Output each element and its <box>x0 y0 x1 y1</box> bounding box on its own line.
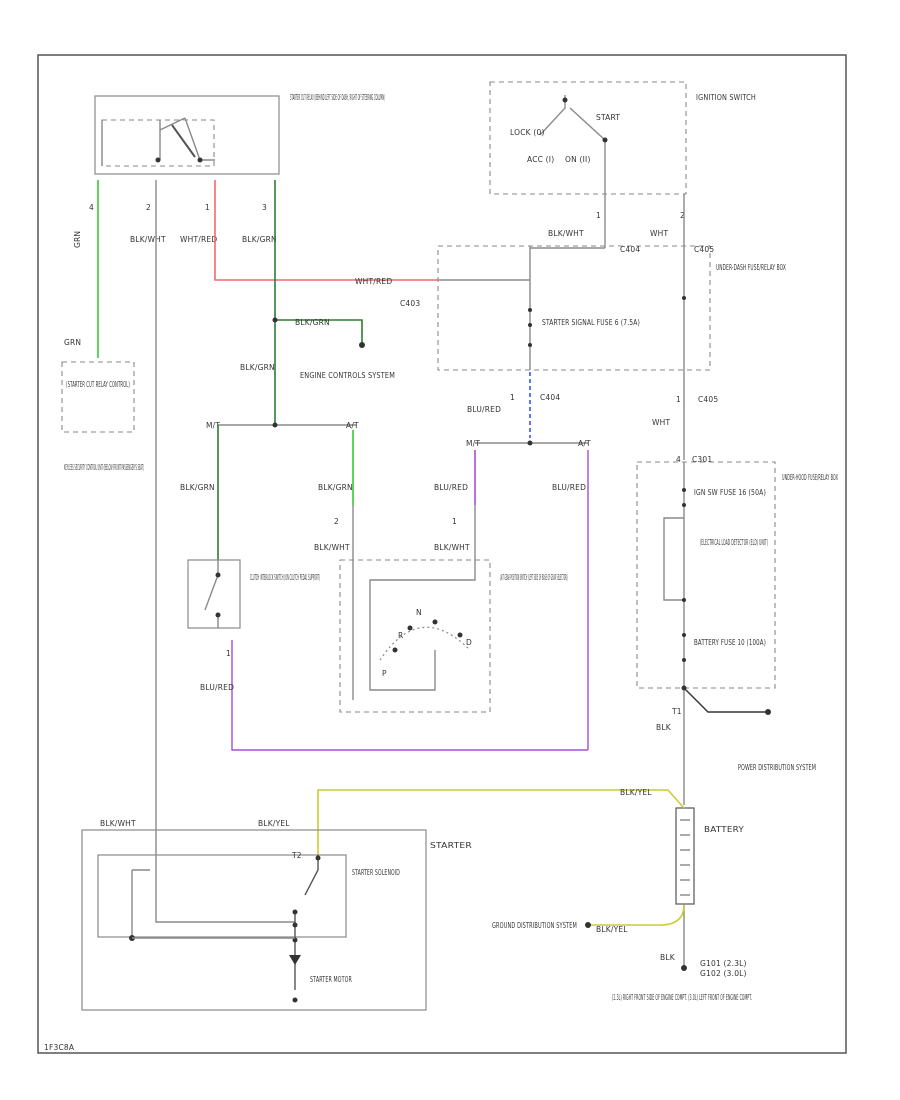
wire-blu-red-at-label: BLU/RED <box>552 483 586 492</box>
c301-pin: 4 <box>676 455 681 464</box>
gear-pos-n: N <box>416 608 422 617</box>
c404-ign-label: C404 <box>620 245 640 254</box>
wire-power-dist <box>683 687 768 713</box>
relay-pin-1: 1 <box>205 203 210 212</box>
diagram-border <box>37 54 847 1054</box>
gear-pin-1: 1 <box>452 517 457 526</box>
wire-grn-bottom: GRN <box>64 338 81 347</box>
ignition-switch-label: IGNITION SWITCH <box>696 93 756 102</box>
c405-hood-label-num: 1 <box>676 395 681 404</box>
wire-blk-yel-ground-label: BLK/YEL <box>596 925 628 934</box>
page-reference: 1F3C8A <box>44 1043 75 1052</box>
wire-blk-grn-ecm <box>275 319 363 345</box>
starter-assembly <box>81 829 427 1011</box>
fuse-16-label: IGN SW FUSE 16 (50A) <box>694 488 766 497</box>
gear-pos-d: D <box>466 638 472 647</box>
starter-motor-label: STARTER MOTOR <box>310 975 352 984</box>
gear-switch-label: (A/T GEAR POSITION SWITCH (LEFT SIDE OF … <box>500 573 568 582</box>
power-distribution-label: POWER DISTRIBUTION SYSTEM <box>738 763 816 772</box>
clutch-interlock-switch <box>187 559 241 629</box>
wire-blu-red-gear-label: BLU/RED <box>434 483 468 492</box>
c405-ign-label: C405 <box>694 245 714 254</box>
wire-blk-ground: BLK <box>660 953 676 962</box>
wire-blk-grn-ecm-label: BLK/GRN <box>295 318 330 327</box>
clutch-pin-1: 1 <box>226 649 231 658</box>
clutch-switch-label: CLUTCH INTERLOCK SWITCH (ON CLUTCH PEDAL… <box>250 573 320 582</box>
wire-blk-wht-relay: BLK/WHT <box>130 235 166 244</box>
wire-blk-wht-ign: BLK/WHT <box>548 229 584 238</box>
wire-wht-ign: WHT <box>650 229 668 238</box>
ignition-switch <box>489 81 687 195</box>
at-label-right: A/T <box>578 439 591 448</box>
ign-pin-2: 2 <box>680 211 685 220</box>
ign-pos-start: START <box>596 113 620 122</box>
wire-blk-wht-gear-b: BLK/WHT <box>434 543 470 552</box>
ign-pos-acc: ACC (I) <box>527 155 554 164</box>
mt-label-right: M/T <box>466 439 480 448</box>
engine-controls-label: ENGINE CONTROLS SYSTEM <box>300 371 395 380</box>
under-hood-fuse-box <box>636 461 776 805</box>
ground-distribution-label: GROUND DISTRIBUTION SYSTEM <box>492 921 577 930</box>
under-hood-fuse-box-label: UNDER-HOOD FUSE/RELAY BOX <box>782 473 838 482</box>
starter-cut-relay <box>94 95 280 175</box>
gear-pos-p: P <box>382 669 387 678</box>
wire-grn-top: GRN <box>73 231 82 248</box>
wire-blu-red-clutch-label: BLU/RED <box>200 683 234 692</box>
ign-pin-1: 1 <box>596 211 601 220</box>
wire-wht-red-relay: WHT/RED <box>180 235 217 244</box>
wire-blk-yel-starter <box>317 789 685 855</box>
under-dash-fuse-box <box>437 245 711 371</box>
ign-pos-on: ON (II) <box>565 155 591 164</box>
gear-pos-r: R <box>398 631 403 640</box>
keyless-unit-label: KEYLESS SECURITY CONTROL UNIT (BELOW FRO… <box>64 463 144 472</box>
wire-wht-red <box>214 180 440 281</box>
wire-blk-t1: BLK <box>656 723 672 732</box>
relay-pin-2: 2 <box>146 203 151 212</box>
g102-label: G102 (3.0L) <box>700 969 747 978</box>
gear-pin-2: 2 <box>334 517 339 526</box>
eld-unit-label: (ELECTRICAL LOAD DETECTOR (ELD) UNIT) <box>700 538 768 547</box>
c301-label: C301 <box>692 455 712 464</box>
t1-label: T1 <box>671 707 682 716</box>
wire-blk-grn-relay: BLK/GRN <box>242 235 277 244</box>
wire-blk-yel-ground <box>590 904 685 926</box>
wire-blu-red-clutch <box>231 640 588 751</box>
at-label-left: A/T <box>346 421 359 430</box>
wire-blk-yel-starter-label: BLK/YEL <box>258 819 290 828</box>
relay-pin-3: 3 <box>262 203 267 212</box>
gear-position-switch <box>339 559 491 713</box>
starter-solenoid-label: STARTER SOLENOID <box>352 868 400 877</box>
wire-wht-hood: WHT <box>652 418 670 427</box>
keyless-unit-box <box>61 361 135 433</box>
battery-label: BATTERY <box>704 825 744 834</box>
g101-label: G101 (2.3L) <box>700 959 747 968</box>
ground-location-label: (2.3L) RIGHT FRONT SIDE OF ENGINE COMPT.… <box>612 993 752 1002</box>
starter-label: STARTER <box>430 841 472 850</box>
wire-blu-red-fuse-label: BLU/RED <box>467 405 501 414</box>
wire-blk-wht-gear: BLK/WHT <box>314 543 350 552</box>
c405-hood-label: C405 <box>698 395 718 404</box>
under-dash-fuse-box-label: UNDER-DASH FUSE/RELAY BOX <box>716 263 786 272</box>
wire-blk-grn-clutch-label: BLK/GRN <box>180 483 215 492</box>
starter-cut-relay-label: STARTER CUT RELAY (BEHIND LEFT SIDE OF D… <box>290 93 385 102</box>
fuse-pin-1: 1 <box>510 393 515 402</box>
starter-t2-label: T2 <box>291 851 302 860</box>
wire-blk-grn-gear-label: BLK/GRN <box>318 483 353 492</box>
mt-label-left: M/T <box>206 421 220 430</box>
battery-symbol <box>675 807 695 905</box>
starter-signal-fuse-label: STARTER SIGNAL FUSE 6 (7.5A) <box>542 318 640 327</box>
c403-label: C403 <box>400 299 420 308</box>
ign-pos-lock: LOCK (0) <box>510 128 545 137</box>
wire-blk-grn-mid-label: BLK/GRN <box>240 363 275 372</box>
relay-pin-4: 4 <box>89 203 94 212</box>
c404-fuse-label: C404 <box>540 393 560 402</box>
starter-cut-relay-control-label: (STARTER CUT RELAY CONTROL) <box>66 380 130 389</box>
battery-fuse-label: BATTERY FUSE 10 (100A) <box>694 638 766 647</box>
wire-wht-red-label: WHT/RED <box>355 277 392 286</box>
wire-blk-wht-starter-label: BLK/WHT <box>100 819 136 828</box>
wire-blk-yel-top-label: BLK/YEL <box>620 788 652 797</box>
